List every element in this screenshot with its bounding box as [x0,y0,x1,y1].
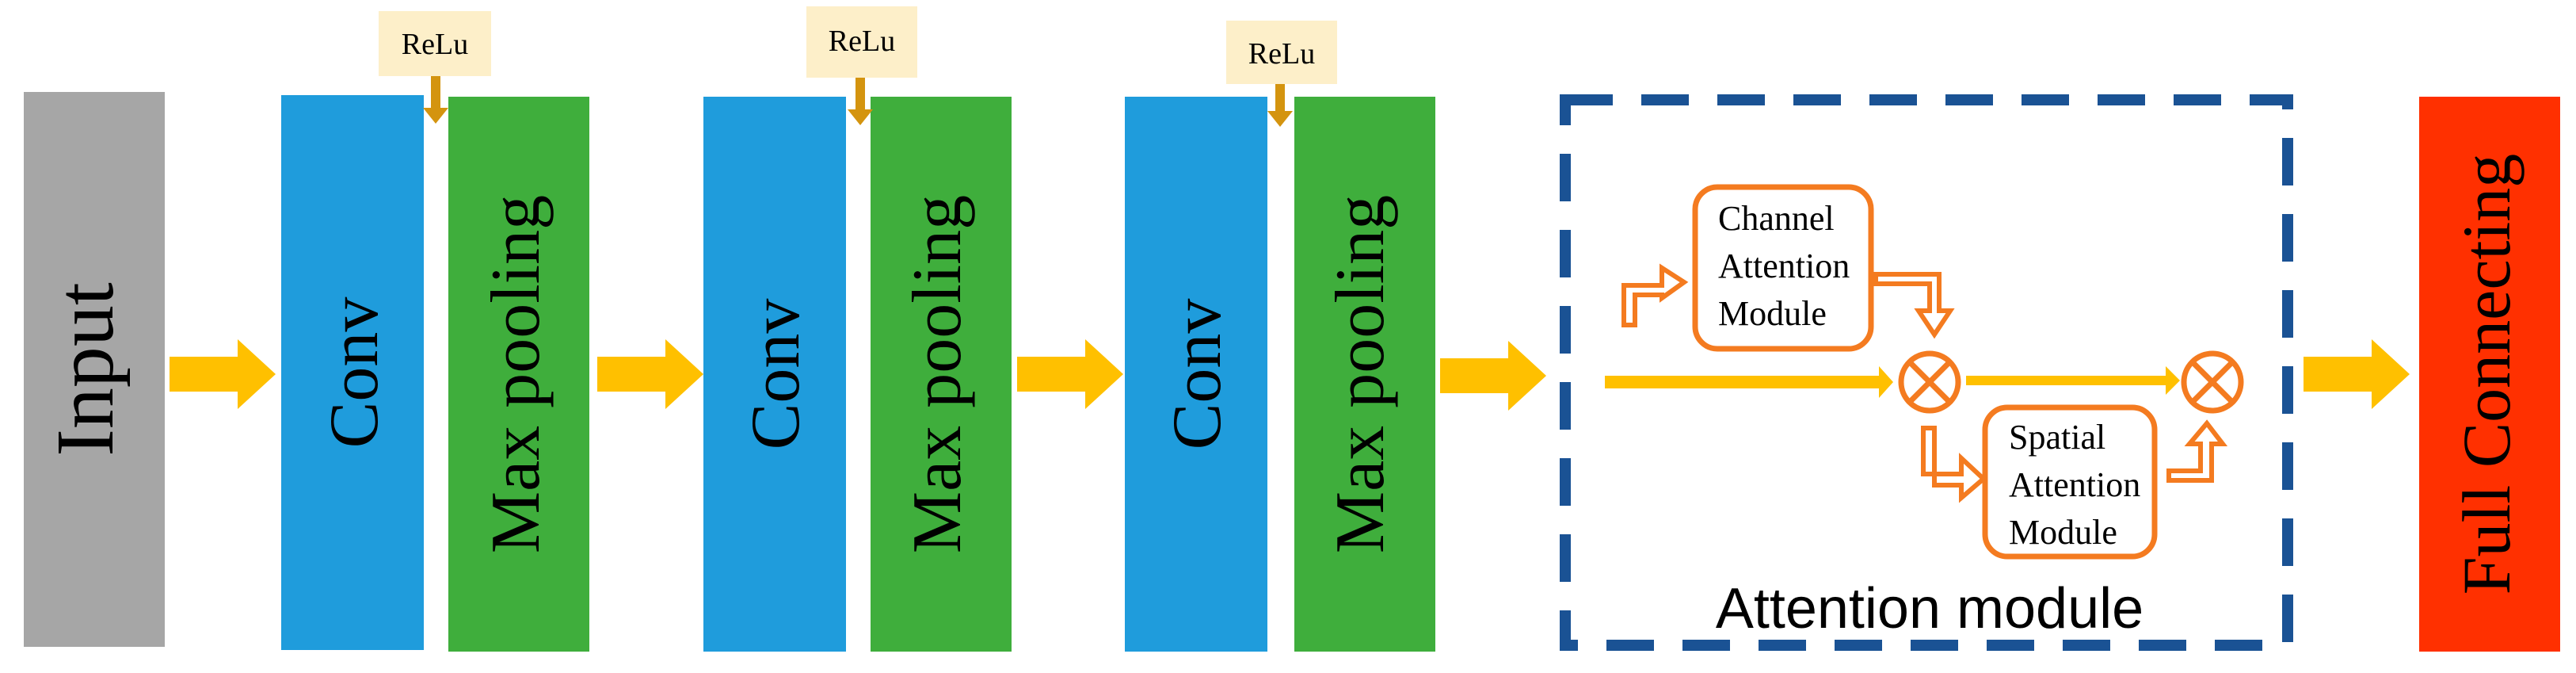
relu-label-1: ReLu [402,28,468,61]
channel-out-elbow-arrow [1873,272,1955,339]
attention-input-arrow [1605,366,1893,398]
spatial-in-elbow-arrow [1921,426,1987,503]
relu-box-1 [379,11,491,76]
maxpool-label-3: Max pooling [1322,195,1399,553]
spatial-attention-line-3: Module [2009,513,2117,552]
spatial-attention-line-1: Spatial [2009,418,2105,457]
relu-arrow-1 [423,76,448,124]
maxpool-label-1: Max pooling [478,195,554,553]
conv-label-3: Conv [1159,299,1236,450]
flow-arrow-4 [1440,341,1546,411]
spatial-attention-box [1982,404,2158,560]
channel-in-elbow-arrow [1621,263,1689,327]
maxpool-block-2 [871,97,1012,652]
conv-label-2: Conv [737,299,814,450]
relu-arrow-3 [1267,84,1293,127]
channel-attention-line-1: Channel [1718,199,1835,238]
maxpool-label-2: Max pooling [899,195,976,553]
input-block [24,92,165,647]
flow-arrow-1 [170,339,276,409]
relu-arrow-2 [848,78,873,125]
relu-box-2 [806,6,917,78]
spatial-attention-line-2: Attention [2009,465,2140,504]
attention-mid-arrow [1966,366,2180,395]
conv-block-2 [703,97,846,652]
multiply-icon-2 [2181,350,2244,414]
relu-box-3 [1226,21,1337,84]
multiply-icon-1 [1898,350,1961,414]
channel-attention-line-2: Attention [1718,247,1850,285]
maxpool-block-1 [448,97,589,652]
input-label: Input [40,282,131,457]
conv-block-1 [281,95,424,650]
relu-label-2: ReLu [829,25,895,58]
attention-module-title: Attention module [1716,577,2143,640]
full-connecting-block [2419,97,2560,652]
flow-arrow-2 [597,339,703,409]
full-connecting-label: Full Connecting [2448,154,2525,595]
conv-block-3 [1125,97,1267,652]
maxpool-block-3 [1294,97,1435,652]
spatial-out-elbow-arrow [2166,419,2228,483]
channel-attention-line-3: Module [1718,294,1827,333]
flow-arrow-3 [1017,339,1123,409]
channel-attention-box [1692,184,1874,352]
flow-arrow-5 [2304,339,2410,409]
conv-label-1: Conv [316,297,393,449]
relu-label-3: ReLu [1248,37,1315,71]
attention-module-frame [1560,94,2293,651]
